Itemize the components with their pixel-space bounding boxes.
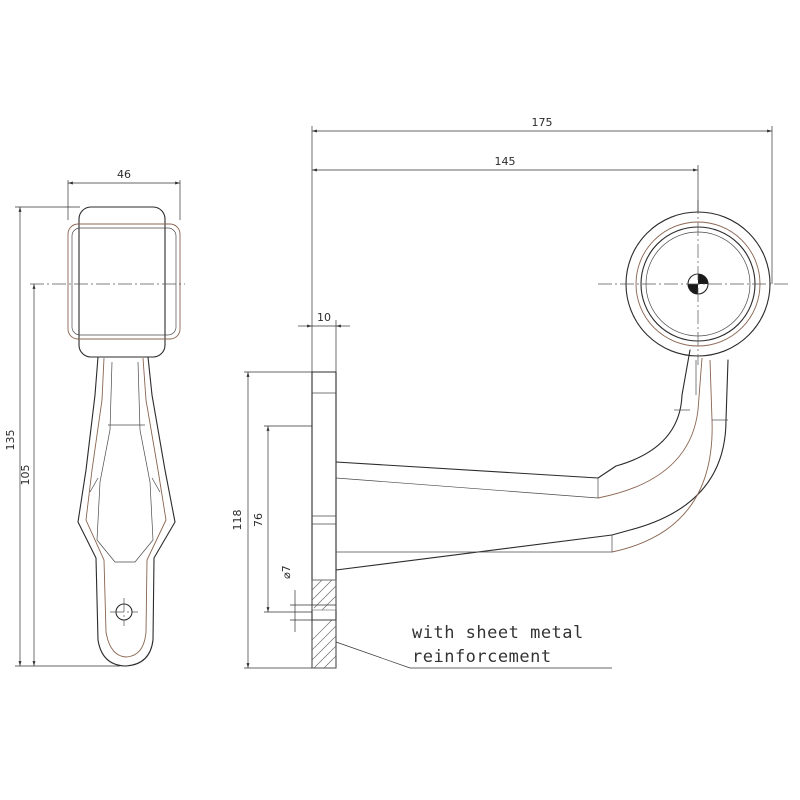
dim-hole-diameter: ⌀7 — [280, 565, 293, 579]
dim-center-height: 105 — [19, 465, 32, 486]
side-view: 175 145 10 118 76 ⌀7 with sheet metal re… — [231, 116, 790, 669]
front-head-ring — [67, 223, 181, 340]
dim-plate-height: 118 — [231, 510, 244, 531]
dim-total-length: 175 — [532, 116, 553, 129]
dim-plate-thickness: 10 — [317, 311, 331, 324]
dim-hole-spacing: 76 — [252, 513, 265, 527]
dim-head-width: 46 — [117, 168, 131, 181]
dim-total-height: 135 — [4, 430, 17, 451]
note-line-1: with sheet metal — [412, 623, 584, 643]
arm-inner — [335, 359, 729, 571]
note-leader — [335, 641, 612, 669]
arm-outer — [335, 349, 691, 479]
front-head-body — [78, 206, 166, 358]
note-line-2: reinforcement — [412, 647, 552, 667]
dim-center-length: 145 — [495, 155, 516, 168]
section-hatch — [311, 579, 337, 669]
front-stem — [77, 356, 176, 667]
mount-plate — [311, 371, 337, 669]
front-view: 46 135 105 — [4, 168, 185, 667]
